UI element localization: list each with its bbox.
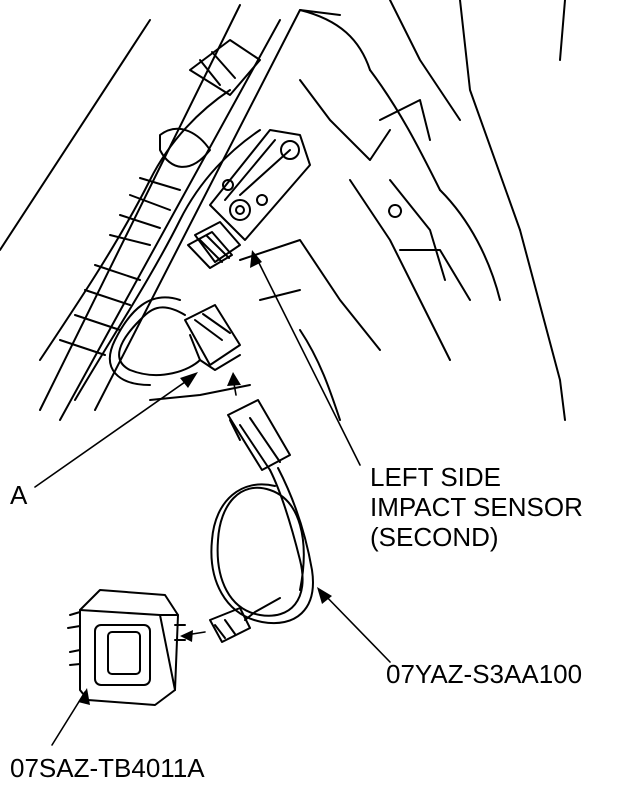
test-harness-plug xyxy=(209,607,251,643)
label-connector-a: A xyxy=(10,480,28,510)
label-tool-part: 07SAZ-TB4011A xyxy=(10,753,205,783)
leader-lines xyxy=(34,254,391,746)
wiring-harness-tube xyxy=(39,39,261,401)
impact-sensor xyxy=(187,129,311,269)
label-sensor-line2: IMPACT SENSOR xyxy=(370,492,583,522)
label-harness-part: 07YAZ-S3AA100 xyxy=(386,659,583,689)
label-sensor-line1: LEFT SIDE xyxy=(370,462,502,492)
body-panel-lines xyxy=(0,0,566,421)
dummy-tool-box xyxy=(67,589,186,706)
label-sensor-line3: (SECOND) xyxy=(370,522,499,552)
harness-connector xyxy=(227,399,291,471)
vehicle-connector-a xyxy=(109,296,241,386)
arrow-heads xyxy=(78,250,332,705)
test-harness-cable xyxy=(210,467,314,625)
